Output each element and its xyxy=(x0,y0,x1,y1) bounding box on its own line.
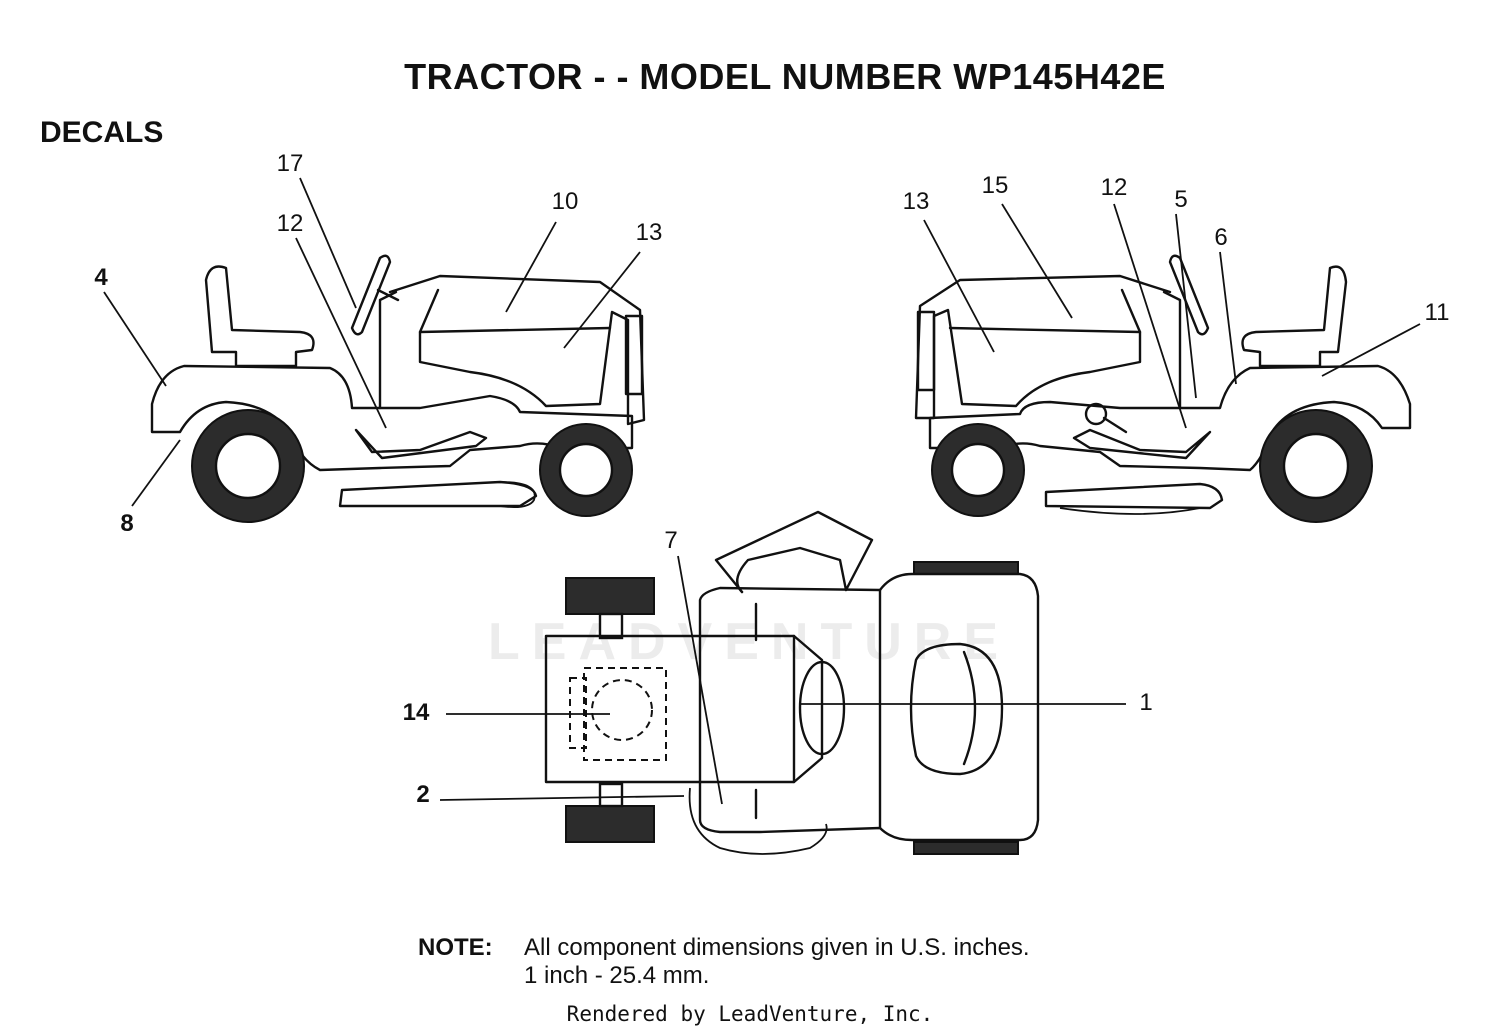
callout-12-right: 12 xyxy=(1100,174,1128,201)
footer-credit: Rendered by LeadVenture, Inc. xyxy=(566,1002,934,1026)
callout-10: 10 xyxy=(551,188,579,215)
callout-13-right: 13 xyxy=(902,188,930,215)
section-title: DECALS xyxy=(40,116,164,149)
callout-6: 6 xyxy=(1214,224,1228,251)
page-title: TRACTOR - - MODEL NUMBER WP145H42E xyxy=(404,56,1166,97)
callout-11: 11 xyxy=(1424,299,1450,326)
tractor-left-side-view xyxy=(103,177,646,523)
tractor-right-side-view xyxy=(914,203,1421,523)
callout-4: 4 xyxy=(94,264,108,291)
callout-1: 1 xyxy=(1139,689,1153,716)
callout-2: 2 xyxy=(416,781,430,808)
note-line-1: All component dimensions given in U.S. i… xyxy=(524,934,1030,961)
callout-17: 17 xyxy=(276,150,304,177)
tractor-top-view xyxy=(439,510,1126,855)
callout-12-left: 12 xyxy=(276,210,304,237)
note: NOTE: All component dimensions given in U… xyxy=(418,934,1030,990)
watermark: LEADVENTURE xyxy=(488,613,1011,671)
callout-7: 7 xyxy=(664,527,678,554)
callout-15: 15 xyxy=(981,172,1009,199)
callout-14: 14 xyxy=(402,699,430,726)
note-line-2: 1 inch - 25.4 mm. xyxy=(524,962,710,989)
callout-5: 5 xyxy=(1174,186,1188,213)
callout-8: 8 xyxy=(120,510,134,537)
note-label: NOTE: xyxy=(418,934,493,961)
callout-13-left: 13 xyxy=(635,219,663,246)
